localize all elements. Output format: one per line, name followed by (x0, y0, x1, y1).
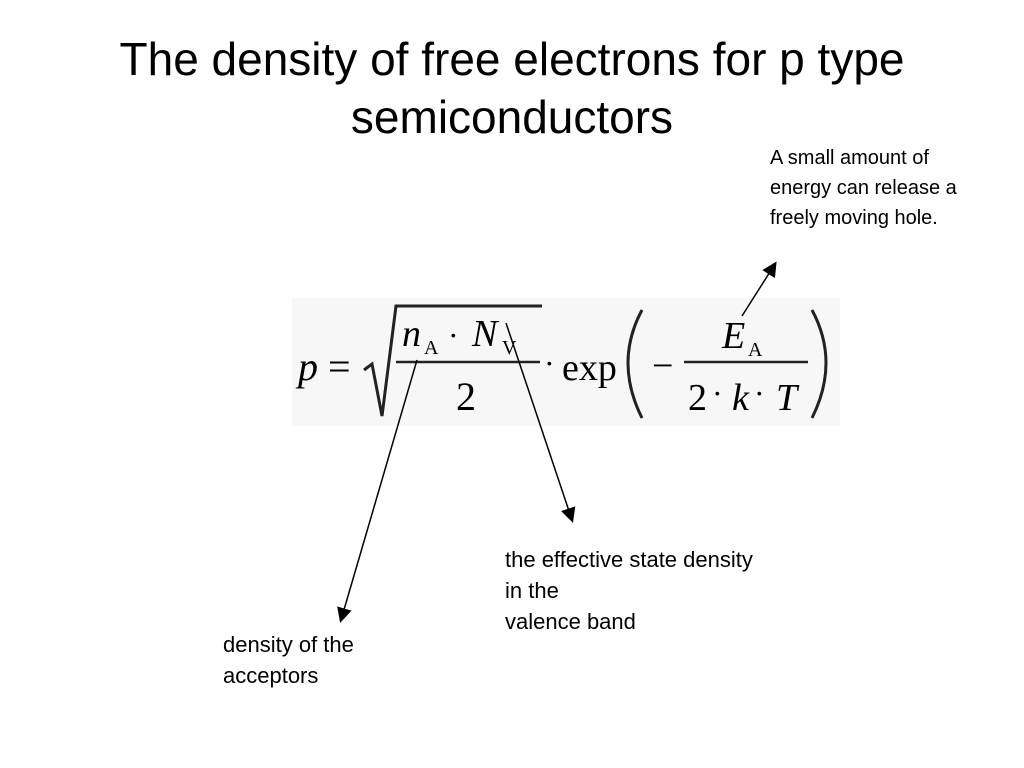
annotation-acceptors-line-1: density of the (223, 632, 354, 657)
annotation-valence-band: the effective state density in the valen… (505, 544, 805, 637)
annotation-valence-line-1: the effective state density (505, 547, 753, 572)
formula-n: n (402, 313, 421, 355)
formula-denominator-left: 2 (456, 374, 476, 419)
formula-denominator-k: k (732, 377, 750, 419)
formula-dot-left: · (448, 317, 459, 353)
annotation-acceptors: density of the acceptors (223, 629, 423, 691)
formula-dot-middle: · (544, 345, 555, 381)
formula-ea: E (721, 315, 745, 357)
left-parenthesis (626, 309, 644, 419)
hole-density-formula: p = n A · N V 2 · exp − E A 2 · k · T (295, 304, 828, 419)
formula-equals: = (328, 344, 351, 389)
formula-denominator-t: T (776, 377, 800, 419)
formula-dot-denominator-2: · (754, 375, 765, 411)
formula-image: p = n A · N V 2 · exp − E A 2 · k · T (292, 298, 840, 426)
formula-ea-subscript: A (748, 339, 763, 361)
formula-nv-subscript: V (502, 337, 517, 359)
formula-denominator-2: 2 (688, 377, 707, 419)
formula-lhs: p (295, 344, 318, 389)
formula-dot-denominator-1: · (712, 375, 723, 411)
slide-title: The density of free electrons for p type… (119, 33, 905, 143)
formula-nv: N (471, 313, 500, 355)
annotation-hole-note: A small amount of energy can release a f… (770, 147, 957, 229)
annotation-acceptors-line-2: acceptors (223, 663, 319, 688)
annotation-valence-line-2: in the (505, 578, 559, 603)
formula-exp: exp (562, 347, 617, 389)
formula-n-subscript: A (424, 337, 439, 359)
annotation-valence-line-3: valence band (505, 609, 636, 634)
formula-minus: − (652, 345, 673, 387)
right-parenthesis (810, 309, 828, 419)
